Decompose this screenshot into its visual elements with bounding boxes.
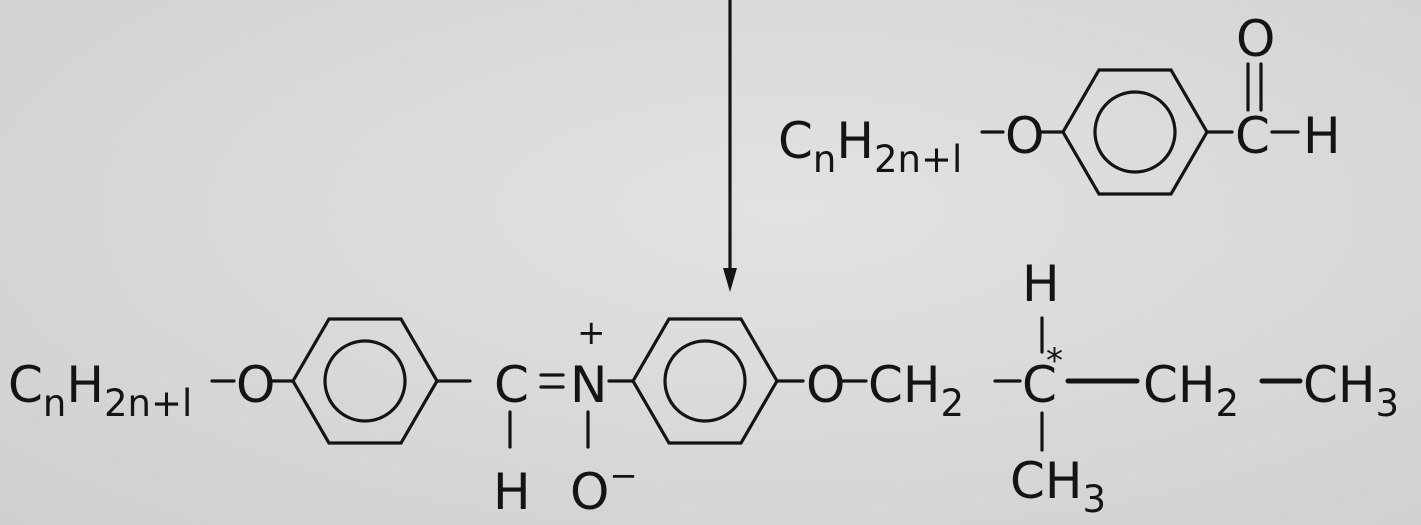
product-ether-oxygen-2: O xyxy=(806,356,845,414)
product-nitrone: CnH2n+l O C H N + O− O CH2 C * H CH3 xyxy=(8,255,1399,521)
reagent-carbonyl-oxygen: O xyxy=(1236,10,1275,68)
reagent-carbonyl-carbon: C xyxy=(1235,107,1270,165)
product-benzene-ring-2 xyxy=(631,317,779,445)
product-n-oxide-oxygen: O− xyxy=(570,456,638,521)
reagent-aldehyde-hydrogen: H xyxy=(1303,107,1341,165)
product-benzene-ring-1 xyxy=(291,317,439,445)
product-chiral-hydrogen: H xyxy=(1022,255,1060,313)
reagent-benzene-ring xyxy=(1061,68,1209,196)
reagent-ether-oxygen: O xyxy=(1005,107,1044,165)
product-chiral-carbon: C xyxy=(1022,356,1057,414)
product-ch2-group: CH2 xyxy=(868,356,964,425)
product-imine-carbon: C xyxy=(494,356,529,414)
product-nitrogen: N xyxy=(570,356,607,414)
reagent-alkyl-chain: CnH2n+l xyxy=(778,112,962,181)
product-ring1-aromatic-circle xyxy=(323,339,407,423)
reagent-aldehyde: CnH2n+l O C O H xyxy=(778,10,1341,196)
product-ring1-hexagon xyxy=(291,317,439,445)
product-ethyl-ch2-group: CH2 xyxy=(1143,356,1239,425)
product-ring2-aromatic-circle xyxy=(663,339,747,423)
product-ring2-hexagon xyxy=(631,317,779,445)
product-terminal-ch3-group: CH3 xyxy=(1303,356,1399,425)
reaction-arrow xyxy=(723,0,737,292)
product-alkyl-chain: CnH2n+l xyxy=(8,356,192,425)
arrow-head xyxy=(723,268,737,292)
product-methyl-group: CH3 xyxy=(1010,452,1106,521)
product-ether-oxygen-1: O xyxy=(236,356,275,414)
product-chiral-star: * xyxy=(1046,341,1063,381)
product-imine-hydrogen: H xyxy=(493,463,531,521)
reagent-ring-hexagon xyxy=(1061,68,1209,196)
product-n-plus-charge: + xyxy=(577,313,606,353)
reagent-ring-aromatic-circle xyxy=(1093,90,1177,174)
